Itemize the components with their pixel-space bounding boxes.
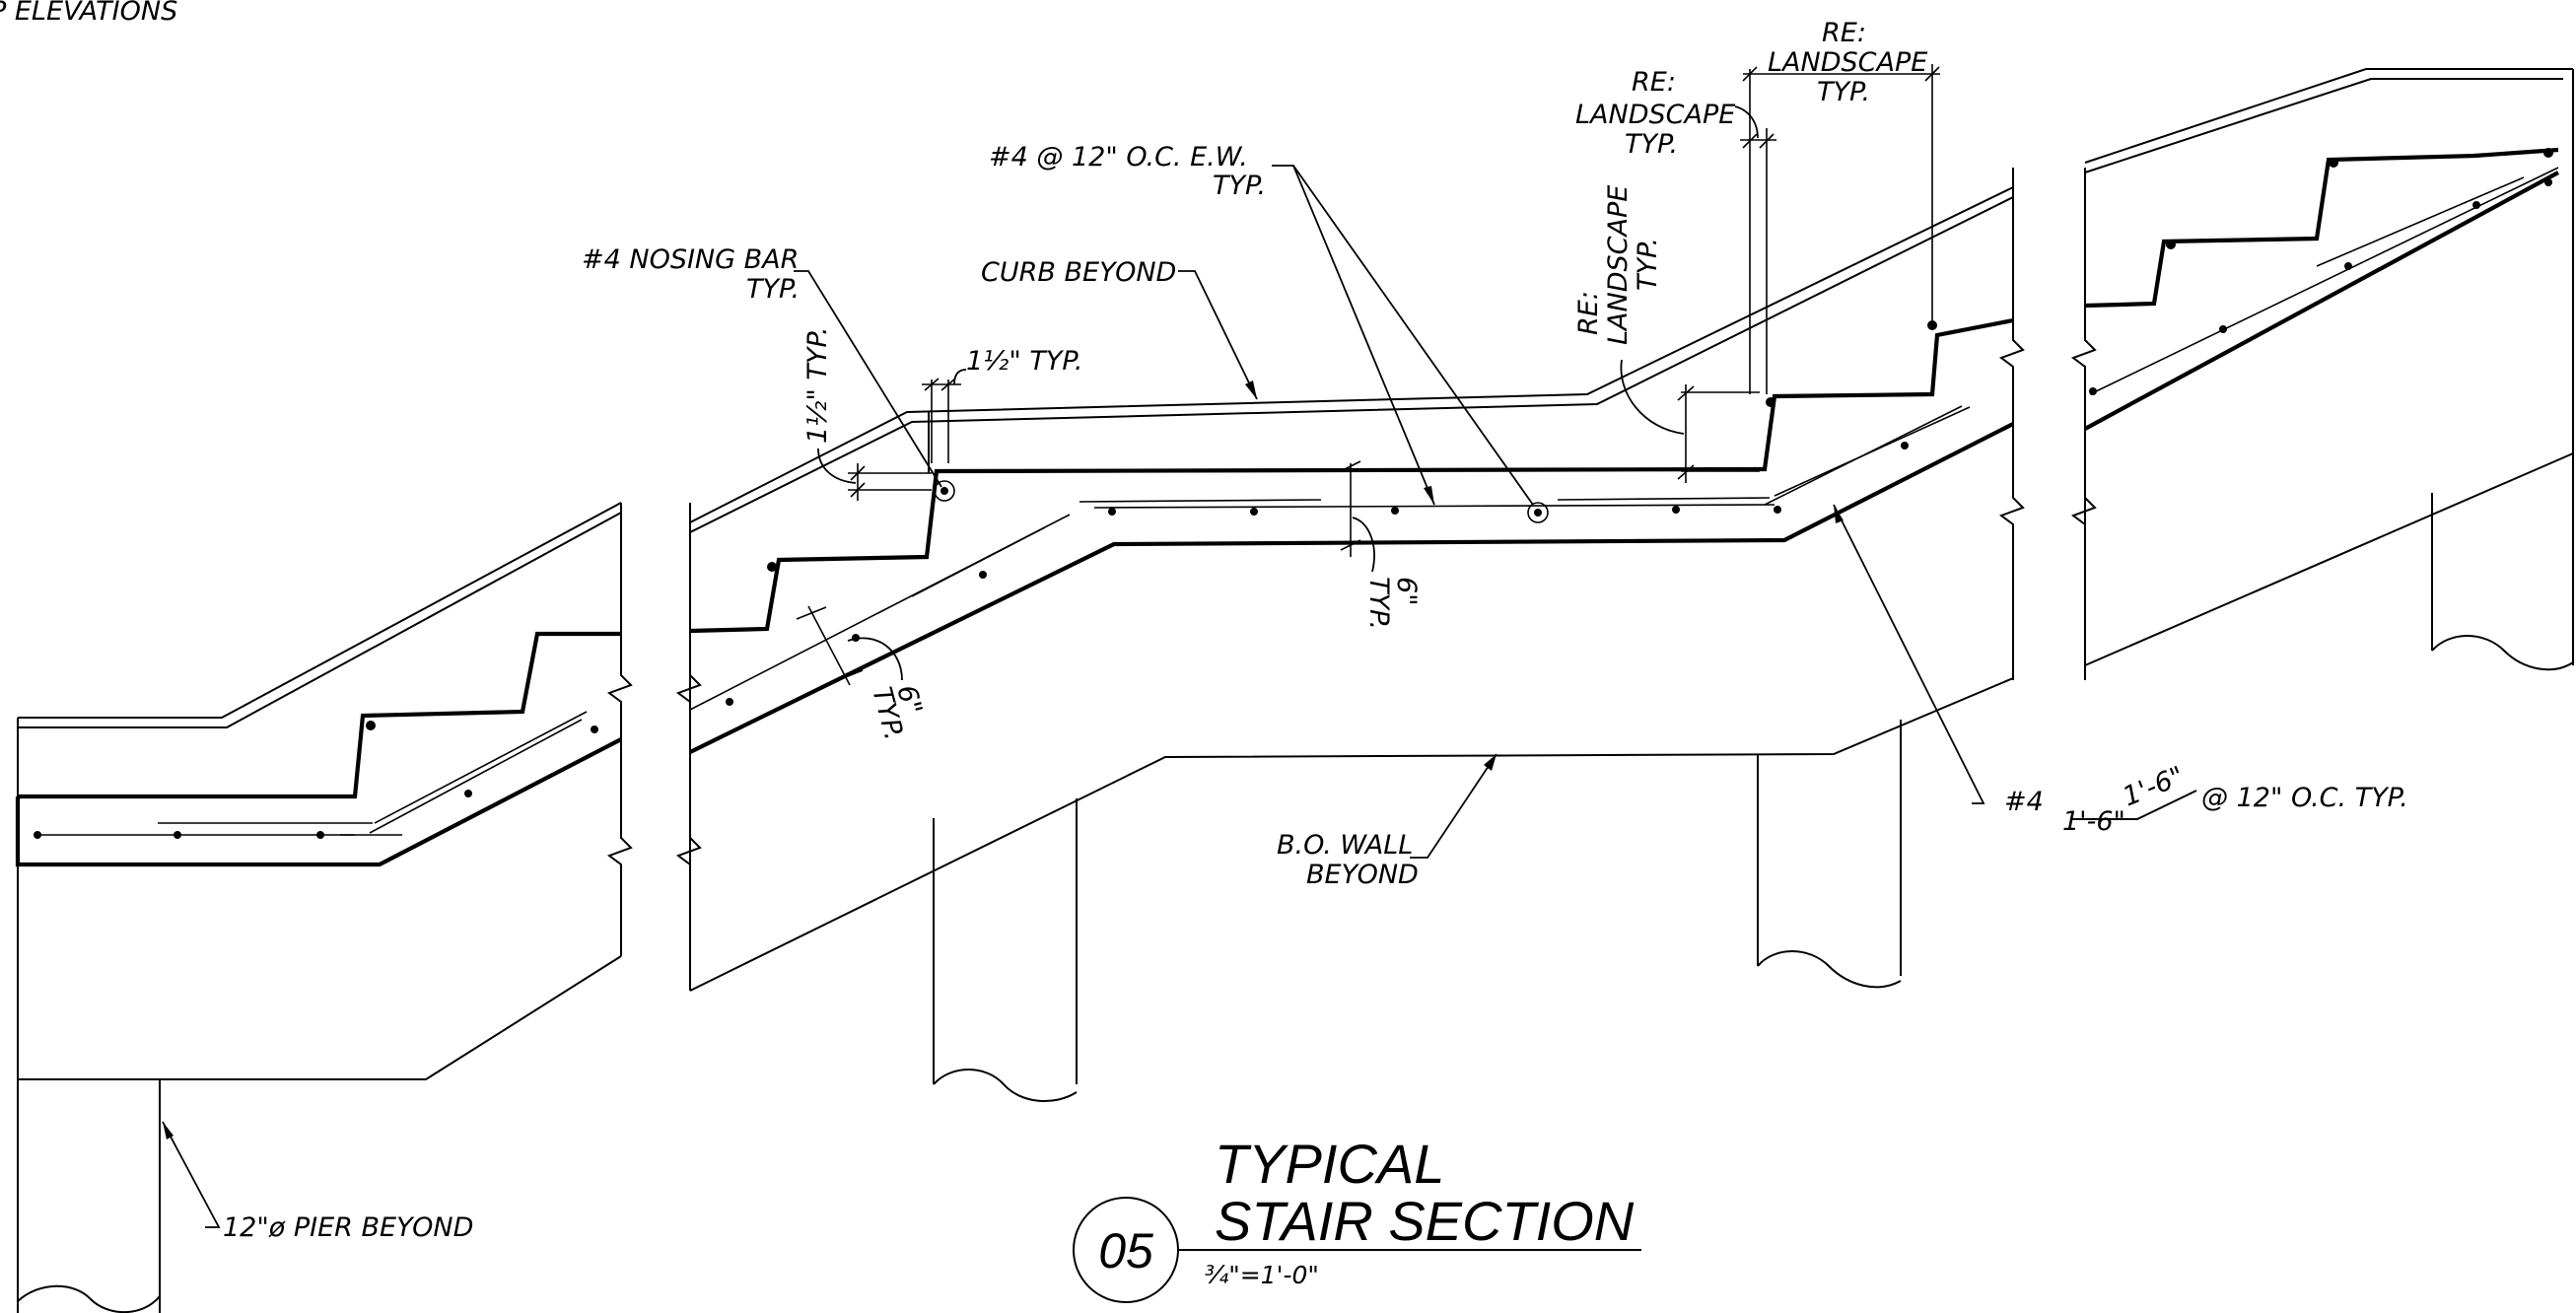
wall-outline (17, 68, 2574, 1080)
pier-right (2431, 463, 2574, 671)
dowel-top-length: 1'-6" (2119, 761, 2189, 813)
pier-mid-left (933, 798, 1078, 1102)
dowel-spacing-label: @ 12" O.C. TYP. (2201, 783, 2408, 813)
rebar (34, 148, 2559, 839)
bo-wall-beyond: BEYOND (1306, 860, 1419, 890)
half-inch-horizontal-label: 1½" TYP. (966, 346, 1082, 377)
break-lines (606, 168, 2097, 991)
re-landscape-top-1: RE: (1822, 18, 1866, 48)
re-landscape-top-3: TYP. (1817, 77, 1870, 107)
re-landscape-vertical-2: LANDSCAPE (1603, 185, 1634, 345)
re-landscape-left-3: TYP. (1625, 129, 1678, 160)
re-landscape-left-1: RE: (1632, 67, 1676, 98)
nosing-bar-typ: TYP. (746, 274, 800, 305)
title-line-1: TYPICAL (1215, 1133, 1444, 1195)
re-landscape-vertical-1: RE: (1573, 291, 1604, 335)
dimensions (162, 64, 2197, 1228)
dowel-bar-label: #4 (2004, 787, 2044, 817)
pier-mid-right (1757, 720, 1902, 989)
re-landscape-vertical-3: TYP. (1633, 238, 1663, 291)
pier-left (17, 1079, 161, 1313)
six-inch-mid-label: 6" (1391, 577, 1422, 606)
detail-number: 05 (1098, 1223, 1153, 1278)
re-landscape-left-2: LANDSCAPE (1575, 100, 1735, 130)
re-landscape-top-2: LANDSCAPE (1768, 47, 1927, 78)
six-inch-mid-typ: TYP. (1363, 577, 1394, 630)
drawing-scale: ¾"=1'-0" (1205, 1261, 1319, 1289)
dowel-bottom-length: 1'-6" (2062, 806, 2125, 837)
title-block: 05 TYPICAL STAIR SECTION ¾"=1'-0" (1073, 1133, 1641, 1303)
pier-beyond-label: 12"ø PIER BEYOND (223, 1212, 473, 1243)
title-line-2: STAIR SECTION (1215, 1190, 1635, 1252)
annotations: P ELEVATIONS #4 NOSING BAR TYP. CURB BEY… (0, 0, 2408, 1243)
partial-elevations-label: P ELEVATIONS (0, 0, 177, 27)
half-inch-vertical-label: 1½" TYP. (802, 327, 833, 444)
bo-wall-label: B.O. WALL (1277, 830, 1413, 861)
nosing-bar-label: #4 NOSING BAR (582, 244, 799, 275)
rebar-ew-label: #4 @ 12" O.C. E.W. (989, 142, 1248, 173)
rebar-ew-typ: TYP. (1213, 171, 1266, 201)
curb-beyond-label: CURB BEYOND (981, 257, 1176, 288)
